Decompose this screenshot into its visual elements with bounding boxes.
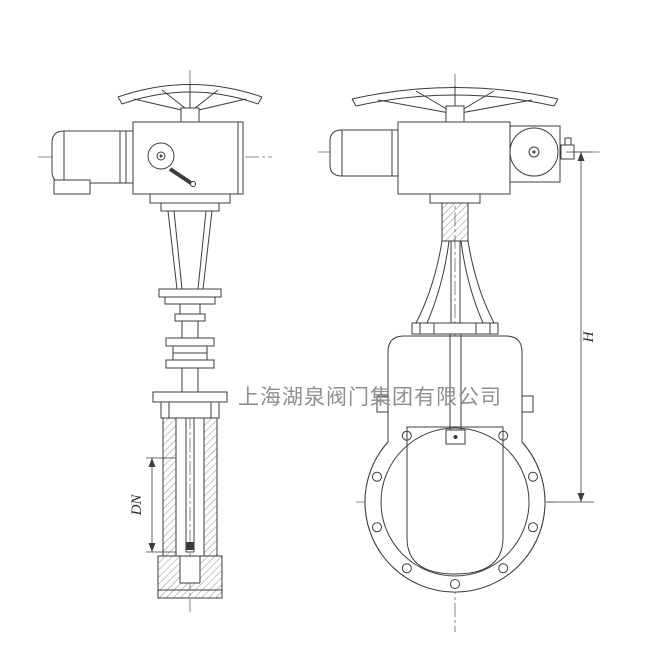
valve-body-front <box>364 334 546 593</box>
body-lug-right <box>521 395 534 413</box>
h-dimension: H <box>547 151 597 503</box>
dn-dimension: DN <box>129 457 176 553</box>
h-dimension-label: H <box>581 330 597 343</box>
yoke-front <box>411 193 499 335</box>
watermark-text: 上海湖泉阀门集团有限公司 <box>238 386 502 409</box>
electric-actuator-side <box>132 121 244 195</box>
electric-actuator-front <box>397 121 575 195</box>
right-view: H <box>318 74 600 632</box>
motor-side <box>51 130 134 195</box>
handwheel-front <box>351 86 559 123</box>
seat-block <box>186 542 194 550</box>
motor-front <box>329 129 399 177</box>
declutch-lever <box>168 167 193 185</box>
dn-dimension-label: DN <box>129 494 145 517</box>
bottom-flange-section <box>157 555 223 599</box>
bolt-holes <box>372 430 538 589</box>
left-view: DN <box>38 70 272 612</box>
body-lug-left <box>376 395 389 413</box>
handwheel-side <box>117 84 263 123</box>
yoke-and-stem-side <box>149 193 231 419</box>
flange-inner-circle <box>380 427 530 577</box>
gate-outline <box>406 426 504 575</box>
terminal-box <box>53 179 91 195</box>
gland-flange <box>152 391 228 403</box>
